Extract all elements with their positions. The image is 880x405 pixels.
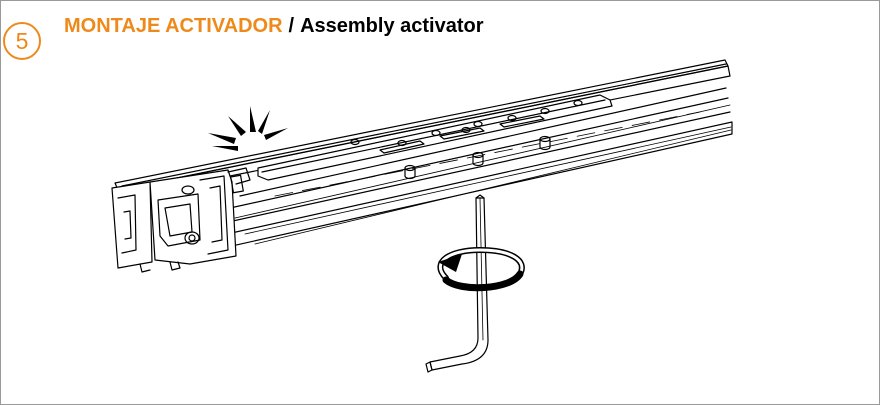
step-number: 5 xyxy=(15,27,29,54)
title-spanish: MONTAJE ACTIVADOR xyxy=(64,15,283,37)
fixing-pins xyxy=(404,135,551,180)
step-number-badge: 5 xyxy=(3,22,41,60)
click-indicator-icon xyxy=(208,106,288,151)
rail-slide-plate xyxy=(257,94,701,197)
rotate-arrow-icon xyxy=(437,246,525,292)
title-english: Assembly activator xyxy=(300,15,484,37)
title-separator: / xyxy=(288,15,295,37)
hex-allen-key xyxy=(425,194,489,373)
activator-carriage xyxy=(111,167,251,273)
page-title: MONTAJE ACTIVADOR/Assembly activator xyxy=(64,15,484,38)
